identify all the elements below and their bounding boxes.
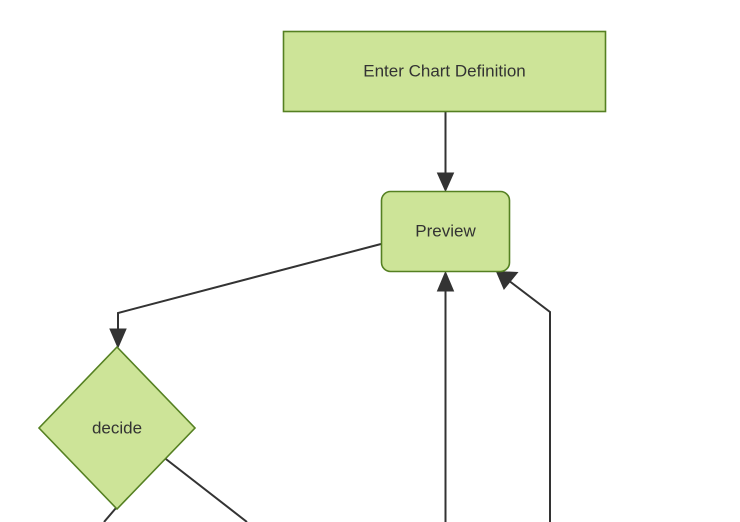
edge-decide-out-right[interactable] bbox=[161, 455, 248, 522]
arrowhead-up-icon bbox=[436, 270, 455, 292]
node-preview[interactable]: Preview bbox=[380, 190, 511, 273]
edge-line bbox=[507, 279, 551, 522]
edge-return-center-to-preview[interactable] bbox=[436, 270, 455, 522]
node-rounded-rectangle bbox=[380, 190, 511, 273]
node-diamond bbox=[37, 345, 197, 511]
arrowhead-upleft-icon bbox=[495, 270, 519, 290]
edge-return-right-to-preview[interactable] bbox=[495, 270, 551, 522]
edge-line bbox=[103, 507, 117, 522]
arrowhead-down-icon bbox=[109, 328, 127, 349]
node-group: Enter Chart Definition Preview decide bbox=[37, 30, 607, 511]
edge-group bbox=[103, 112, 551, 522]
edge-decide-out-left[interactable] bbox=[103, 507, 117, 522]
edge-line bbox=[117, 243, 382, 335]
node-label: decide bbox=[92, 418, 142, 437]
arrowhead-down-icon bbox=[436, 172, 455, 193]
node-label: Enter Chart Definition bbox=[363, 61, 526, 80]
node-enter-chart-definition[interactable]: Enter Chart Definition bbox=[282, 30, 607, 113]
node-label: Preview bbox=[415, 221, 476, 240]
node-rectangle bbox=[282, 30, 607, 113]
node-decide[interactable]: decide bbox=[37, 345, 197, 511]
edge-line bbox=[161, 455, 248, 522]
edge-preview-to-decide[interactable] bbox=[109, 243, 382, 349]
edge-enter-to-preview[interactable] bbox=[436, 112, 455, 193]
